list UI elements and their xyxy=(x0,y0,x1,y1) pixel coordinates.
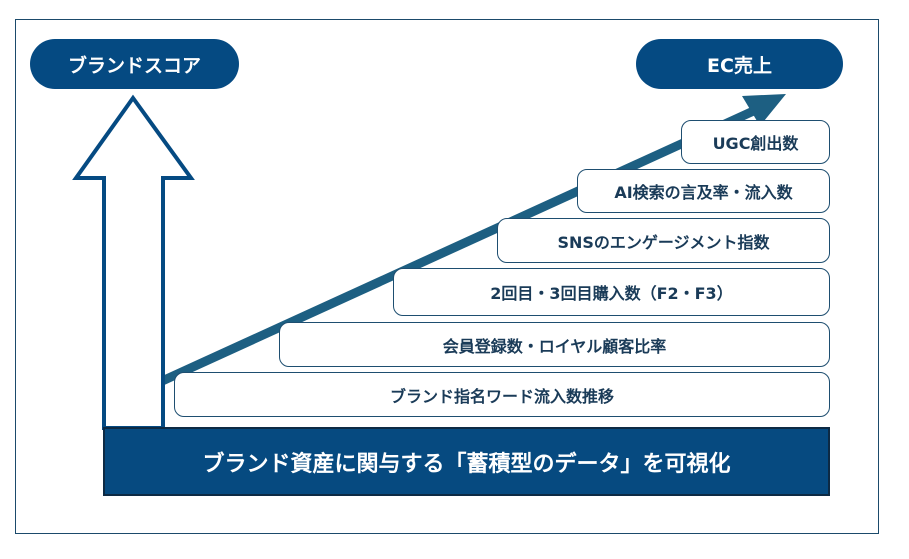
metric-ugc: UGC創出数 xyxy=(681,120,830,164)
frame xyxy=(15,19,879,534)
metric-repeat-purchase: 2回目・3回目購入数（F2・F3） xyxy=(393,268,830,316)
growth-arrow-line xyxy=(158,103,762,387)
growth-arrow-head xyxy=(742,94,786,126)
ec-sales-label: EC売上 xyxy=(636,39,843,89)
metric-membership: 会員登録数・ロイヤル顧客比率 xyxy=(279,322,830,367)
banner: ブランド資産に関与する「蓄積型のデータ」を可視化 xyxy=(103,427,830,496)
metric-sns: SNSのエンゲージメント指数 xyxy=(497,218,830,263)
brand-score-label: ブランドスコア xyxy=(30,39,239,89)
metric-brand-search: ブランド指名ワード流入数推移 xyxy=(174,372,830,417)
metric-ai-search: AI検索の言及率・流入数 xyxy=(577,169,830,213)
